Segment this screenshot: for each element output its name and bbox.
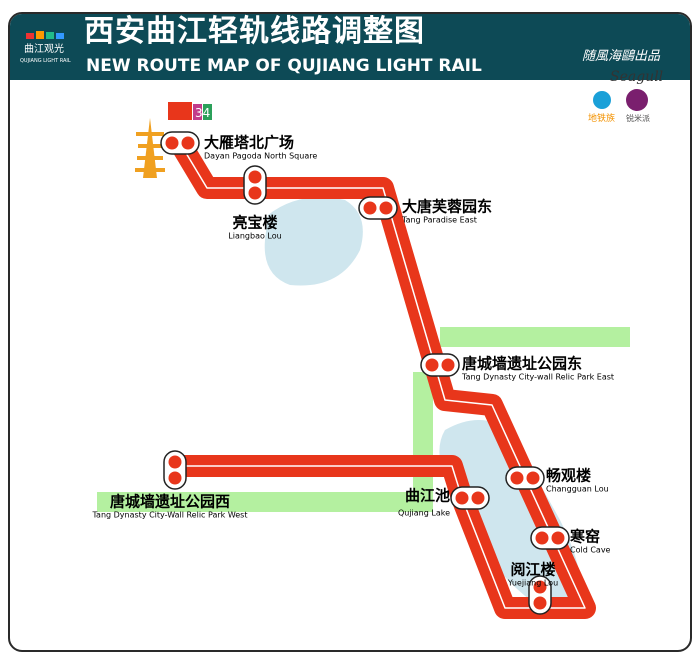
station-name-en: Tang Paradise East: [401, 216, 477, 225]
station-name-cn: 大唐芙蓉园东: [402, 198, 492, 216]
metro-line-numbers: 34: [195, 106, 210, 120]
station-name-cn: 唐城墙遗址公园东: [462, 355, 582, 373]
station-dot: [535, 531, 549, 545]
station-name-cn: 大雁塔北广场: [204, 134, 294, 152]
station-7[interactable]: 曲江池 Qujiang Lake: [398, 486, 490, 518]
page-title: 西安曲江轻轨线路调整图: [84, 14, 425, 49]
rail-track: [170, 137, 596, 619]
station-dot: [526, 471, 540, 485]
station-dot: [363, 201, 377, 215]
station-name-cn: 曲江池: [405, 487, 450, 505]
station-name-cn: 阅江楼: [510, 561, 555, 579]
station-name-en: Cold Cave: [570, 546, 611, 555]
logo-text: 曲江观光: [24, 44, 64, 55]
qujiang-lake: [439, 420, 580, 600]
qujiang-logo-icon: [26, 31, 64, 39]
station-name-cn: 寒窑: [570, 528, 600, 546]
station-name-en: Yuejiang Lou: [507, 579, 558, 588]
station-dot: [551, 531, 565, 545]
station-dot: [181, 136, 195, 150]
page-subtitle: NEW ROUTE MAP OF QUJIANG LIGHT RAIL: [86, 56, 482, 76]
pagoda-icon: [135, 118, 165, 178]
station-name-en: Liangbao Lou: [228, 232, 281, 241]
station-name-en: Tang Dynasty City-wall Relic Park East: [461, 373, 614, 382]
credit-text: 随風海鷗出品: [582, 49, 661, 64]
station-name-cn: 亮宝楼: [232, 214, 277, 232]
station-dot: [441, 358, 455, 372]
seagull-signature: Seagull: [610, 69, 664, 85]
partner-logos: 地铁族 锐米派: [588, 89, 650, 124]
station-name-en: Changguan Lou: [546, 485, 609, 494]
logo-subtext: QUJIANG LIGHT RAIL: [20, 58, 71, 64]
ruimipai-logo-icon: [626, 89, 648, 111]
header-bar: 曲江观光 QUJIANG LIGHT RAIL 西安曲江轻轨线路调整图 NEW …: [10, 14, 690, 80]
station-dot: [168, 455, 182, 469]
station-dot: [510, 471, 524, 485]
station-dot: [168, 471, 182, 485]
ditiezu-logo-icon: [593, 91, 611, 109]
park-band-east: [440, 327, 630, 347]
station-name-cn: 唐城墙遗址公园西: [110, 493, 230, 511]
park-band-west: [97, 492, 432, 512]
station-dot: [533, 596, 547, 610]
partner2-label: 锐米派: [626, 113, 650, 123]
lake-north: [264, 197, 363, 286]
station-dot: [165, 136, 179, 150]
station-dot: [471, 491, 485, 505]
station-dot: [379, 201, 393, 215]
station-dot: [248, 186, 262, 200]
station-dot: [248, 170, 262, 184]
station-dot: [455, 491, 469, 505]
station-name-en: Qujiang Lake: [398, 509, 450, 518]
station-dot: [425, 358, 439, 372]
station-name-en: Dayan Pagoda North Square: [204, 152, 317, 161]
station-name-cn: 畅观楼: [546, 467, 591, 485]
metro-icon: [168, 102, 192, 120]
station-dot: [533, 580, 547, 594]
metro-lines-badge: 34: [168, 102, 212, 120]
partner1-label: 地铁族: [588, 112, 615, 124]
station-name-en: Tang Dynasty City-Wall Relic Park West: [91, 511, 247, 520]
